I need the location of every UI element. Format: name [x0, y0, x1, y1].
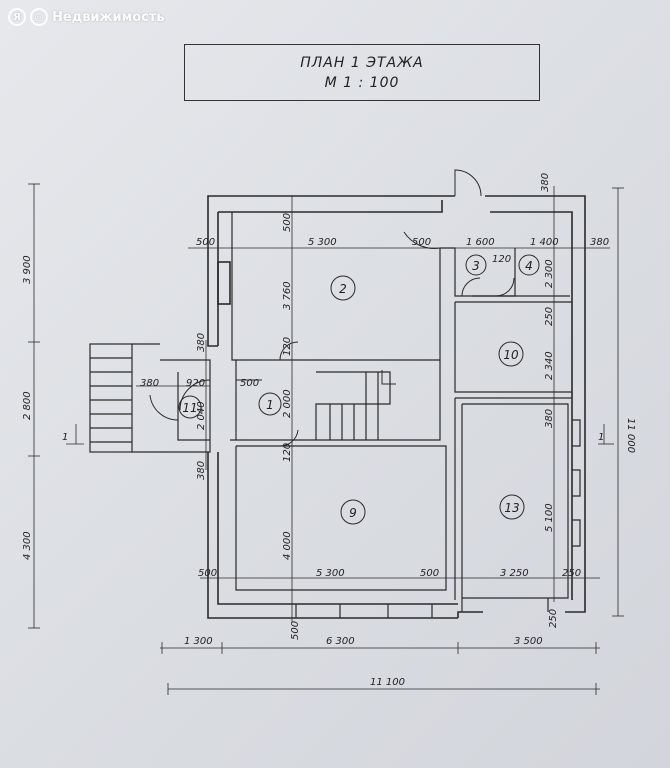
dim-room13-5100: 5 100: [544, 503, 555, 532]
dim-bottom-11100: 11 100: [370, 677, 405, 688]
dim-right-11000: 11 000: [625, 418, 636, 453]
dimension-lines: [28, 183, 624, 695]
dim-left-4300: 4 300: [22, 531, 33, 560]
dim-top-500-mid: 500: [412, 237, 431, 248]
dim-room2-3760: 3 760: [282, 281, 293, 310]
section-mark-left: 1: [62, 432, 68, 443]
dim-porch-920: 920: [186, 378, 205, 389]
dim-bottom-500-vert: 500: [290, 621, 301, 640]
section-mark-right: 1: [598, 432, 604, 443]
dim-bottom-5300: 5 300: [316, 568, 345, 579]
dim-top-120: 120: [492, 254, 511, 265]
outer-wall-outline: [207, 195, 455, 347]
dim-top-1400: 1 400: [530, 237, 559, 248]
dim-bottom-250: 250: [562, 568, 581, 579]
dim-bottom-500-mid: 500: [420, 568, 439, 579]
title-block: ПЛАН 1 ЭТАЖА М 1 : 100: [184, 44, 540, 101]
dim-porch-500: 500: [240, 378, 259, 389]
dim-bottom-500-left: 500: [198, 568, 217, 579]
inner-walls: [89, 212, 581, 618]
room-13-label: 13: [504, 501, 519, 515]
dim-bottom-1300: 1 300: [184, 636, 213, 647]
dim-porch-380-top: 380: [196, 333, 207, 352]
room-markers: [178, 254, 540, 525]
dim-wall-120-b: 120: [282, 443, 293, 462]
watermark: Я ◎ Недвижимость: [8, 8, 165, 26]
plan-title: ПЛАН 1 ЭТАЖА: [300, 55, 424, 71]
dim-wall-380: 380: [544, 409, 555, 428]
dim-top-500-left: 500: [196, 237, 215, 248]
dim-room9-4000: 4 000: [282, 531, 293, 560]
room-9-label: 9: [349, 506, 357, 520]
dim-wall-250: 250: [544, 307, 555, 326]
dim-left-3900: 3 900: [22, 255, 33, 284]
room-4-label: 4: [525, 259, 533, 273]
dim-left-2800: 2 800: [22, 391, 33, 420]
watermark-text: Недвижимость: [52, 9, 165, 25]
dim-room10-2340: 2 340: [544, 351, 555, 380]
dim-top-1600: 1 600: [466, 237, 495, 248]
dim-bottom-250-vert: 250: [548, 609, 559, 628]
dim-wall-120-a: 120: [282, 337, 293, 356]
outer-walls: [207, 195, 586, 619]
room-1-label: 1: [266, 398, 274, 412]
dim-porch-2040: 2 040: [196, 401, 207, 430]
dim-top-500-vert: 500: [282, 213, 293, 232]
dim-top-380-right: 380: [590, 237, 609, 248]
dim-top-380-vert: 380: [540, 173, 551, 192]
realty-logo-icon: ◎: [30, 8, 48, 26]
plan-scale: М 1 : 100: [324, 75, 400, 91]
room-2-label: 2: [339, 282, 347, 296]
dim-porch-380-bottom: 380: [196, 461, 207, 480]
dim-porch-380: 380: [140, 378, 159, 389]
yandex-logo-icon: Я: [8, 8, 26, 26]
room-10-label: 10: [503, 348, 519, 362]
dim-room4-2300: 2 300: [544, 259, 555, 288]
dim-bottom-3250: 3 250: [500, 568, 529, 579]
room-3-label: 3: [472, 259, 480, 273]
dim-top-5300: 5 300: [308, 237, 337, 248]
dim-hall-2000: 2 000: [282, 389, 293, 418]
room-11-label: 11: [182, 401, 197, 415]
dim-bottom-6300: 6 300: [326, 636, 355, 647]
dim-bottom-3500: 3 500: [514, 636, 543, 647]
